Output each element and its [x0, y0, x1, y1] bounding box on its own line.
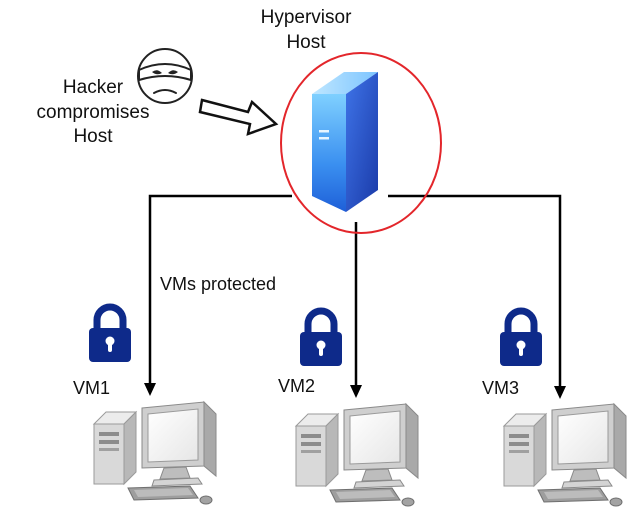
hacker-label-line1: Hacker [62, 77, 124, 98]
vm2-label: VM2 [278, 376, 316, 396]
arrowhead-vm1 [144, 383, 156, 396]
hacker-label-line2: compromises [36, 101, 150, 123]
desktop-computer-icon-vm2 [295, 403, 419, 507]
connector-vm3 [388, 194, 562, 388]
lock-icon-vm2 [300, 311, 342, 366]
connector-lines [148, 194, 562, 388]
lock-icon-vm3 [500, 311, 542, 366]
vm1-label: VM1 [73, 378, 111, 398]
hacker-label-line3: Host [73, 126, 113, 148]
arrowhead-vm2 [350, 385, 362, 398]
desktop-computer-icon-vm3 [503, 403, 627, 507]
arrowheads [144, 383, 566, 399]
host-highlight-circle [280, 52, 442, 234]
hacker-label: Hacker compromises Host [18, 76, 168, 150]
host-label-line2: Host [286, 31, 326, 53]
connector-vm1 [148, 194, 292, 385]
host-label-line1: Hypervisor [260, 7, 352, 28]
lock-icon-vm1 [89, 307, 131, 362]
host-label: Hypervisor Host [236, 6, 376, 55]
vm3-label: VM3 [482, 378, 520, 398]
desktop-computer-icon-vm1 [93, 401, 217, 505]
arrowhead-vm3 [554, 386, 566, 399]
vms-protected-label: VMs protected [160, 274, 277, 294]
outline-arrow-icon [198, 98, 279, 136]
hacker-mask-icon [137, 48, 193, 104]
server-icon [312, 72, 378, 212]
